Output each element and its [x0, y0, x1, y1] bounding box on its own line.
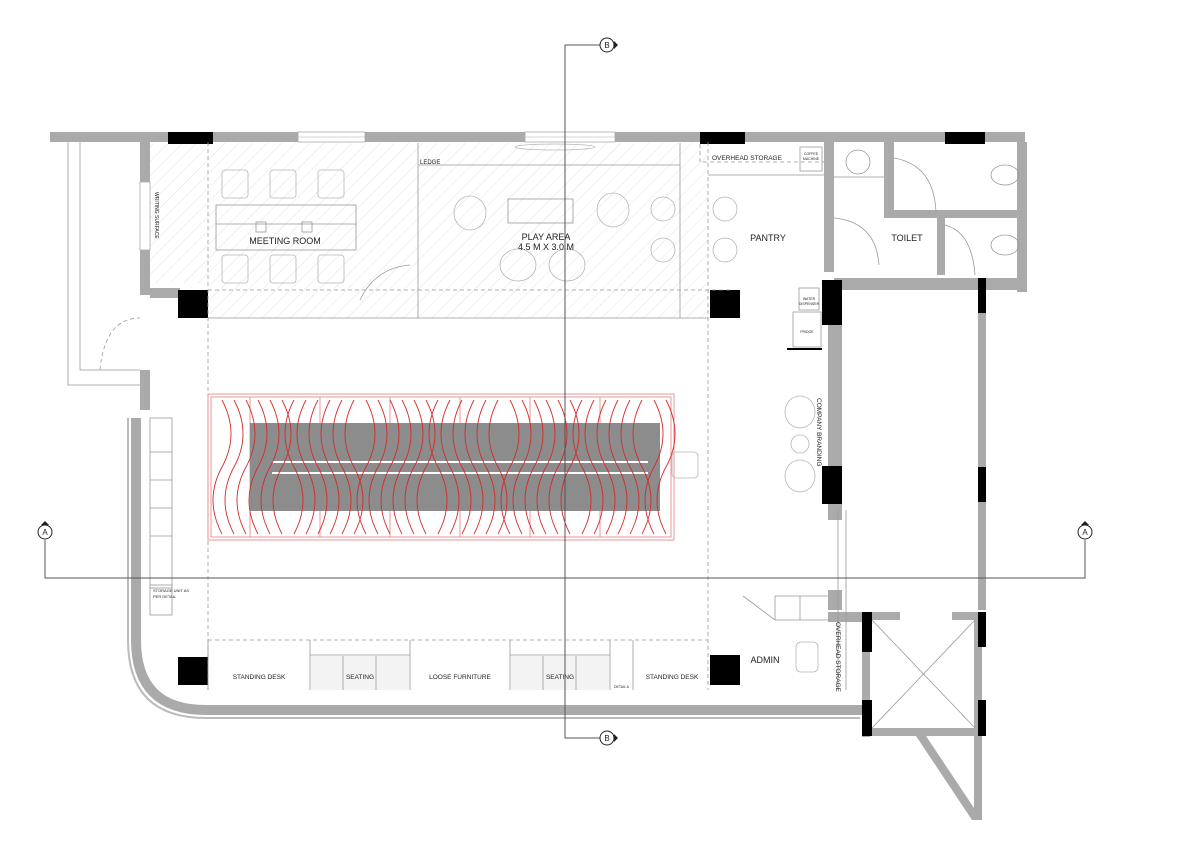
entry-balcony — [67, 142, 141, 386]
storage-unit-label: STORAGE UNIT AS — [153, 588, 189, 593]
play-area-size: 4.5 M X 3.0 M — [518, 242, 574, 252]
bottom-zones — [207, 639, 708, 690]
ledge-label: LEDGE — [420, 160, 440, 166]
fridge-label: FRIDGE — [800, 330, 814, 334]
toilet — [833, 149, 1020, 276]
play-area — [418, 143, 738, 319]
zone-loose-furniture: LOOSE FURNITURE — [429, 674, 491, 681]
section-marker-a-right: A — [1077, 521, 1093, 540]
admin-label: ADMIN — [751, 655, 780, 665]
svg-text:B: B — [604, 734, 609, 743]
section-lines — [44, 44, 1086, 739]
zone-seating-1: SEATING — [346, 674, 374, 681]
meeting-room-label: MEETING ROOM — [249, 236, 321, 246]
hatched-zones — [150, 143, 708, 319]
windows — [139, 131, 616, 251]
play-area-label: PLAY AREA — [522, 232, 571, 242]
writing-surface-label: WRITING SURFACE — [153, 192, 159, 239]
lift-core — [871, 619, 976, 729]
svg-text:PER DETAIL: PER DETAIL — [153, 594, 177, 599]
admin-area — [742, 510, 847, 690]
overhead-storage-top-label: OVERHEAD STORAGE — [712, 155, 783, 162]
labels: MEETING ROOM PLAY AREA 4.5 M X 3.0 M PAN… — [153, 152, 923, 693]
svg-text:B: B — [604, 41, 609, 50]
coffee-machine-label: COFFEE — [804, 152, 819, 156]
detail-a-label: DETAIL A — [614, 685, 630, 689]
section-marker-a-left: A — [37, 521, 53, 540]
zone-standing-desk-1: STANDING DESK — [233, 674, 286, 681]
wave-pattern — [212, 399, 676, 535]
central-table — [207, 393, 699, 541]
zone-standing-desk-2: STANDING DESK — [646, 674, 699, 681]
zone-seating-2: SEATING — [546, 674, 574, 681]
svg-text:A: A — [42, 528, 48, 537]
pantry-label: PANTRY — [750, 233, 786, 243]
section-marker-b-bottom: B — [599, 730, 618, 746]
columns — [168, 132, 986, 736]
overhead-storage-right-label: OVERHEAD STORAGE — [834, 622, 841, 693]
storage-unit — [149, 417, 173, 616]
water-dispenser-label: WATER — [803, 297, 816, 301]
svg-text:MACHINE: MACHINE — [803, 157, 820, 161]
toilet-label: TOILET — [891, 233, 923, 243]
svg-text:A: A — [1082, 528, 1088, 537]
svg-text:DISPENSER: DISPENSER — [799, 302, 820, 306]
pantry — [699, 142, 824, 690]
section-marker-b-top: B — [599, 37, 618, 53]
company-branding-label: COMPANY BRANDING — [815, 398, 822, 466]
